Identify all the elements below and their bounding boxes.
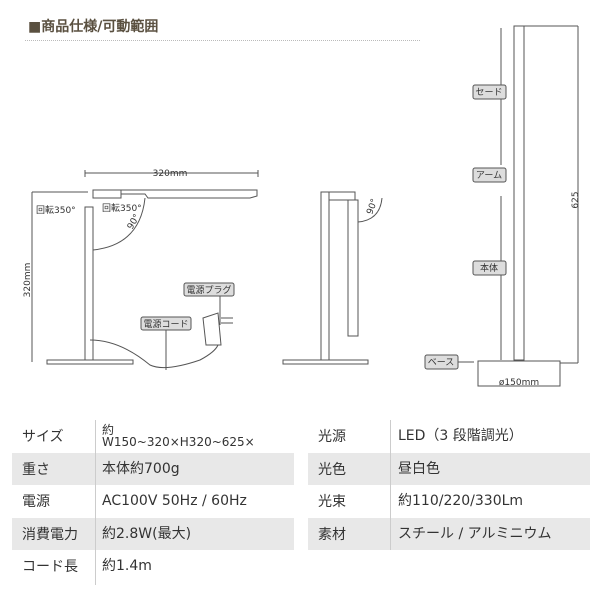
angle-label-front: 90° — [126, 213, 143, 232]
spec-value: 昼白色 — [398, 460, 440, 477]
spec-row: コード長 約1.4m — [12, 550, 294, 583]
spec-label: 重さ — [22, 461, 50, 478]
spec-row: 電源 AC100V 50Hz / 60Hz — [12, 485, 294, 518]
column-divider — [390, 420, 391, 550]
spec-value: AC100V 50Hz / 60Hz — [102, 493, 247, 510]
cord-label: 電源コード — [143, 319, 188, 330]
spec-row: 素材 スチール / アルミニウム — [308, 517, 590, 550]
spec-label: 光色 — [318, 461, 346, 478]
spec-label: 光束 — [318, 494, 346, 511]
column-divider — [95, 420, 96, 585]
spec-label: サイズ — [22, 429, 64, 446]
spec-value: 約W150~320×H320~625× — [102, 423, 255, 450]
base-label: ベース — [428, 358, 455, 368]
base-diameter: ø150mm — [499, 378, 539, 388]
spec-label: 電源 — [22, 494, 50, 511]
side-view: 90° — [282, 191, 383, 365]
divider — [25, 40, 420, 41]
spec-label: 消費電力 — [22, 526, 78, 543]
total-height: 625 — [571, 191, 581, 208]
spec-row: サイズ 約W150~320×H320~625× — [12, 420, 294, 453]
rotate-label-right: 回転350° — [102, 203, 142, 214]
spec-value: LED（3 段階調光） — [398, 428, 523, 445]
spec-value: スチール / アルミニウム — [398, 525, 552, 542]
spec-row: 光色 昼白色 — [308, 452, 590, 485]
rotate-label-left: 回転350° — [36, 205, 76, 216]
spec-row: 光源 LED（3 段階調光） — [308, 420, 590, 453]
spec-row: 光束 約110/220/330Lm — [308, 485, 590, 518]
shade-label: セード — [475, 87, 502, 98]
spec-value: 約110/220/330Lm — [398, 493, 524, 510]
section-title: ■商品仕様/可動範囲 — [28, 19, 159, 35]
spec-value: 本体約700g — [102, 460, 180, 477]
upright-view: 625 ø150mm セード アーム 本体 ベース — [424, 25, 581, 388]
spec-label: 素材 — [318, 526, 346, 543]
spec-row: 重さ 本体約700g — [12, 452, 294, 485]
spec-table-left: サイズ 約W150~320×H320~625× 重さ 本体約700g 電源 AC100… — [12, 420, 294, 583]
height-dimension: 320mm — [23, 263, 33, 298]
plug-label: 電源プラグ — [186, 284, 231, 296]
lamp-diagrams: 320mm 320mm 回転350° 回転350° 90° 電源プラグ 電源コー… — [23, 25, 581, 388]
spec-value: 約1.4m — [102, 558, 152, 575]
spec-label: 光源 — [318, 429, 346, 446]
width-dimension: 320mm — [153, 169, 188, 179]
spec-value: 約2.8W(最大) — [102, 525, 192, 542]
body-label: 本体 — [480, 262, 498, 274]
spec-table-right: 光源 LED（3 段階調光） 光色 昼白色 光束 約110/220/330Lm 素材 ス… — [308, 420, 590, 550]
spec-label: コード長 — [22, 559, 78, 576]
front-view: 320mm 320mm 回転350° 回転350° 90° 電源プラグ 電源コー… — [23, 169, 259, 370]
angle-label-side: 90° — [365, 198, 380, 216]
arm-label: アーム — [476, 170, 502, 181]
spec-row: 消費電力 約2.8W(最大) — [12, 517, 294, 550]
